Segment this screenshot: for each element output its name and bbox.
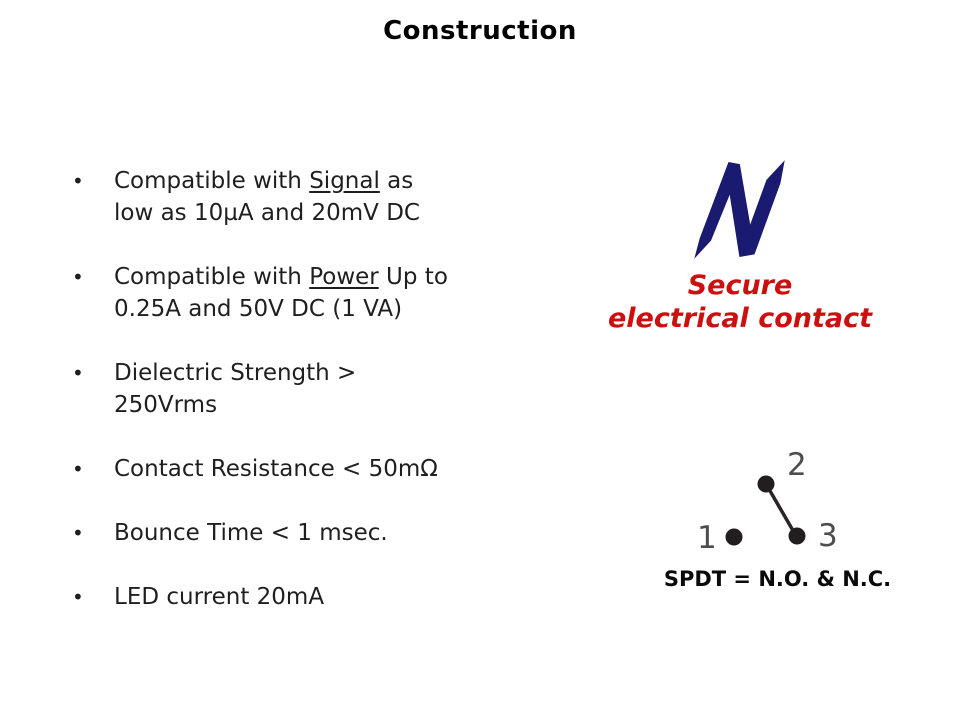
bullet-text: Contact Resistance < 50mΩ <box>114 456 438 482</box>
spdt-caption: SPDT = N.O. & N.C. <box>663 567 892 591</box>
page-title: Construction <box>383 16 577 46</box>
terminal-dot-3 <box>788 527 806 545</box>
terminal-label-2: 2 <box>787 447 807 483</box>
bullet-icon: • <box>72 265 84 289</box>
bullet-icon: • <box>72 169 84 193</box>
terminal-dot-2 <box>757 475 775 493</box>
lightning-bolt-icon <box>692 158 787 261</box>
bullet-icon: • <box>72 361 84 385</box>
bullet-icon: • <box>72 457 84 481</box>
lightning-bolt-shape <box>694 160 785 259</box>
bullet-icon: • <box>72 521 84 545</box>
callout-line-1: Secure <box>687 270 793 301</box>
list-item: • Dielectric Strength >250Vrms <box>70 357 540 421</box>
secure-contact-callout: Secure electrical contact <box>590 269 890 335</box>
bullet-text: Dielectric Strength >250Vrms <box>114 360 357 418</box>
terminal-dot-1 <box>725 528 743 546</box>
list-item: • Contact Resistance < 50mΩ <box>70 453 540 485</box>
bullet-icon: • <box>72 585 84 609</box>
terminal-label-3: 3 <box>818 518 838 554</box>
list-item: • Bounce Time < 1 msec. <box>70 517 540 549</box>
spdt-switch-icon: 2 1 3 <box>680 440 860 558</box>
bullet-text: LED current 20mA <box>114 584 325 610</box>
bullet-text: Bounce Time < 1 msec. <box>114 520 388 546</box>
callout-line-2: electrical contact <box>607 303 873 334</box>
list-item: • LED current 20mA <box>70 581 540 613</box>
switch-lever-line <box>764 483 797 535</box>
terminal-label-1: 1 <box>697 520 717 556</box>
